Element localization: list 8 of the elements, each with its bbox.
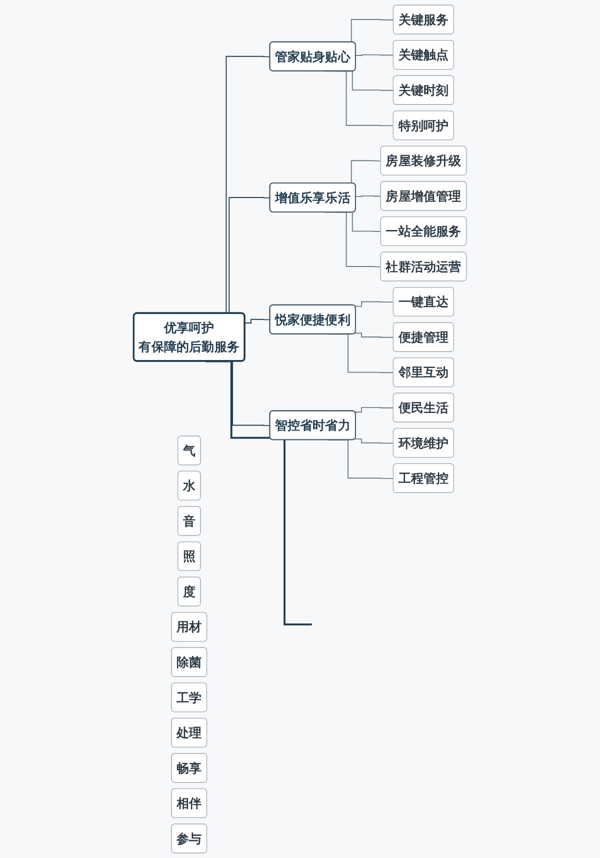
connector <box>355 195 382 198</box>
connector <box>355 54 394 56</box>
connector <box>354 301 394 307</box>
connector <box>244 318 271 324</box>
connector <box>324 212 382 268</box>
connector <box>354 438 394 444</box>
connector <box>354 407 394 413</box>
connector <box>354 332 394 338</box>
